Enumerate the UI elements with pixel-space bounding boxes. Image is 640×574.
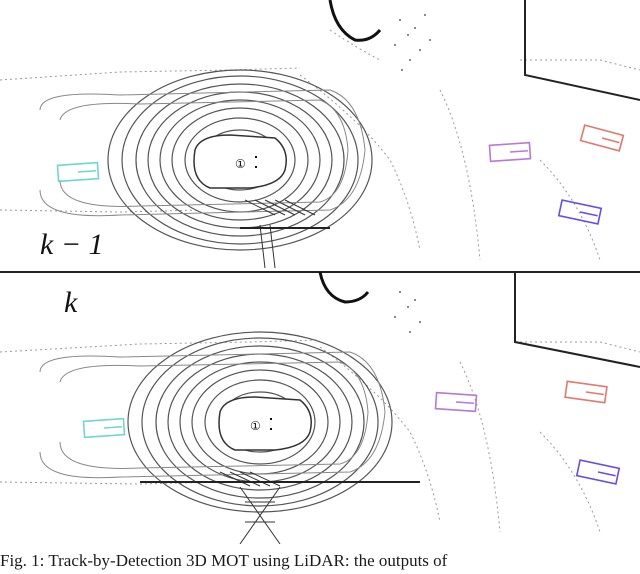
red-box-previous — [579, 124, 625, 152]
blue-violet-box-previous — [557, 199, 603, 225]
cyan-box-current — [82, 417, 126, 439]
frame-label-current: k — [64, 286, 78, 319]
purple-box-previous — [488, 141, 532, 163]
lidar-figure: ① k − 1 — [0, 0, 640, 544]
red-box-current — [564, 380, 608, 404]
ego-marker-previous: ① — [235, 157, 246, 171]
panel-previous: ① k − 1 — [0, 0, 640, 269]
panel-current: ① k — [0, 271, 640, 544]
figure-caption: Fig. 1: Track-by-Detection 3D MOT using … — [0, 551, 448, 570]
cyan-box-previous — [56, 161, 100, 183]
blue-violet-box-current — [575, 459, 621, 485]
ego-marker-current: ① — [250, 419, 261, 433]
frame-label-previous: k − 1 — [40, 228, 104, 261]
purple-box-current — [434, 391, 478, 413]
